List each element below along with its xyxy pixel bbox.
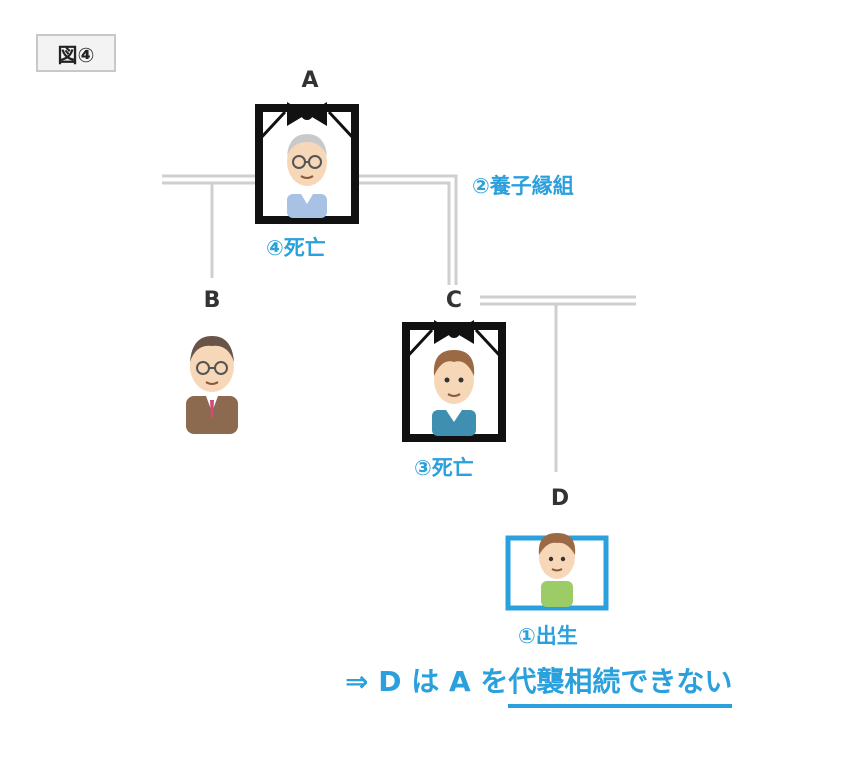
elderly-man-icon: [287, 134, 327, 218]
person-d-portrait: [505, 533, 609, 611]
figure-label: 図④: [36, 34, 116, 72]
middle-aged-man-icon: [186, 336, 238, 434]
marriage-line-a: [162, 174, 258, 185]
person-a-portrait: [255, 102, 359, 224]
person-b-portrait: [186, 336, 238, 434]
person-d-label: D: [550, 486, 570, 511]
event-adoption: ②養子縁組: [472, 174, 574, 198]
young-man-icon: [432, 350, 476, 436]
ribbon-icon: [434, 320, 474, 344]
conclusion: ⇒ D は A を 代襲相続できない: [345, 660, 733, 708]
child-icon: [538, 533, 576, 607]
person-b-label: B: [203, 288, 221, 313]
event-death-a: ④死亡: [266, 236, 326, 260]
conclusion-emphasis: 代襲相続できない: [508, 660, 733, 708]
adoption-line-c: [357, 174, 458, 285]
person-c-portrait: [402, 320, 506, 442]
conclusion-prefix: ⇒ D は A を: [345, 665, 509, 698]
event-death-c: ③死亡: [414, 456, 474, 480]
person-a-label: A: [301, 68, 319, 93]
ribbon-icon: [287, 102, 327, 126]
event-birth-d: ①出生: [518, 624, 578, 648]
marriage-line-c: [480, 295, 636, 306]
person-c-label: C: [445, 288, 463, 313]
